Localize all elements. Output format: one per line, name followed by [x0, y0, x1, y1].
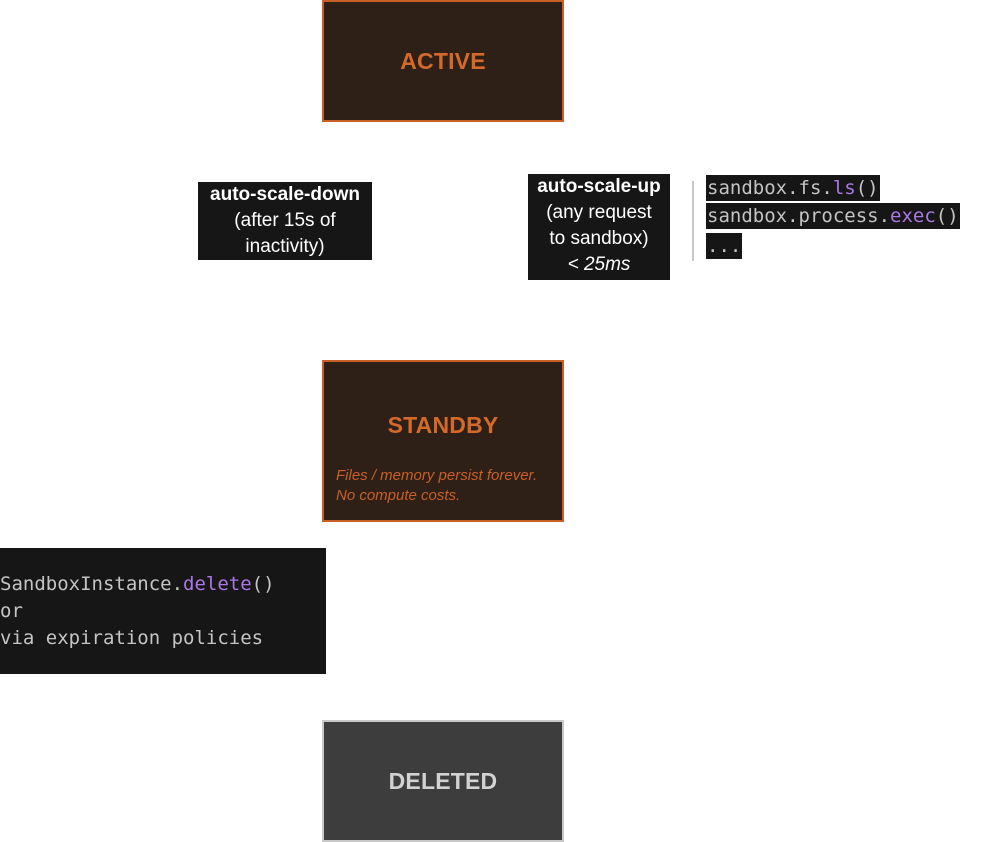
auto-scale-up-title: auto-scale-up	[537, 176, 661, 197]
code-sandbox-process-exec: sandbox.process.exec()	[706, 203, 960, 229]
code-prefix: sandbox.fs.	[707, 177, 833, 199]
state-standby: STANDBY Files / memory persist forever. …	[322, 360, 564, 522]
code-sandbox-fs-ls: sandbox.fs.ls()	[706, 175, 880, 201]
auto-scale-up-line2: to sandbox)	[549, 228, 649, 249]
delete-code-prefix: SandboxInstance.	[0, 573, 184, 595]
state-active: ACTIVE	[322, 0, 564, 122]
delete-code-block: SandboxInstance.delete() or via expirati…	[0, 548, 326, 674]
auto-scale-down-title: auto-scale-down	[210, 184, 360, 205]
delete-code-line3: via expiration policies	[0, 627, 264, 649]
auto-scale-up-latency: < 25ms	[567, 254, 631, 275]
delete-code-method: delete	[183, 573, 252, 595]
code-method: exec	[890, 205, 936, 227]
standby-note: Files / memory persist forever. No compu…	[336, 466, 537, 506]
auto-scale-up-line1: (any request	[546, 202, 652, 223]
state-deleted-label: DELETED	[388, 767, 498, 794]
delete-code-line2: or	[0, 600, 23, 622]
code-prefix: sandbox.process.	[707, 205, 891, 227]
auto-scale-down-line1: (after 15s of	[234, 210, 336, 231]
code-suffix: ()	[855, 177, 879, 199]
transition-auto-scale-up: auto-scale-up (any request to sandbox) <…	[528, 174, 670, 280]
code-method: ls	[832, 177, 856, 199]
state-active-label: ACTIVE	[400, 47, 486, 74]
code-ellipsis: ...	[706, 233, 743, 259]
divider-line	[692, 181, 694, 261]
code-suffix: ()	[935, 205, 959, 227]
standby-note-line1: Files / memory persist forever.	[336, 467, 538, 484]
delete-code-line1: SandboxInstance.delete()	[0, 571, 326, 598]
delete-code-suffix: ()	[251, 573, 275, 595]
code-prefix: ...	[707, 235, 742, 257]
state-deleted: DELETED	[322, 720, 564, 842]
standby-note-line2: No compute costs.	[336, 487, 461, 504]
state-standby-label: STANDBY	[387, 412, 499, 438]
transition-auto-scale-down: auto-scale-down (after 15s of inactivity…	[198, 182, 372, 260]
auto-scale-down-line2: inactivity)	[245, 236, 325, 257]
